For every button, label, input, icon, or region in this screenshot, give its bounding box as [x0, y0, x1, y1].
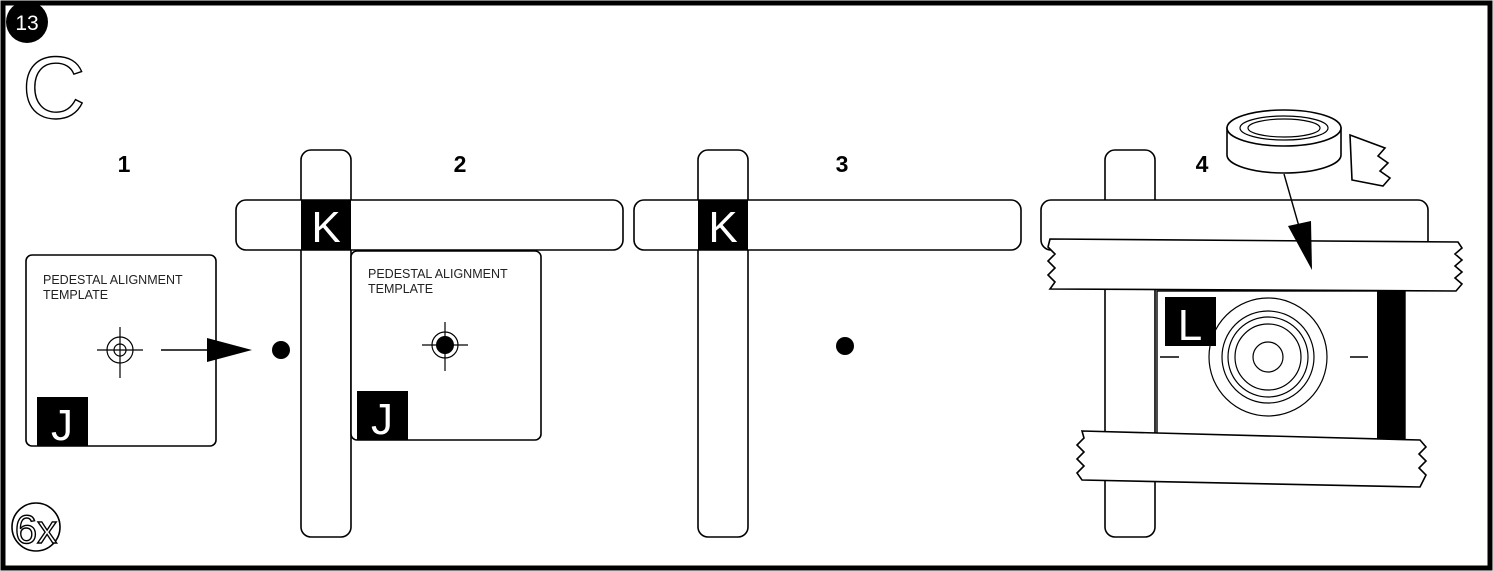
step-number: 1: [118, 151, 131, 177]
crosshair-icon: [422, 322, 468, 371]
tag-j-label: J: [51, 401, 73, 450]
tag-j: [357, 391, 408, 440]
tag-l: [1165, 297, 1216, 346]
crosshair-icon: [97, 327, 143, 378]
template-label-line2: TEMPLATE: [43, 288, 108, 302]
tag-k: [698, 200, 748, 250]
horizontal-board: [633, 199, 1022, 251]
tape-strip-top: [1046, 238, 1464, 292]
template-label-line1: PEDESTAL ALIGNMENT: [43, 273, 183, 287]
tag-l-label: L: [1178, 301, 1202, 350]
horizontal-board: [235, 199, 624, 251]
template-label-line2: TEMPLATE: [368, 282, 433, 296]
pedestal-plate: L: [1156, 290, 1406, 442]
step-number: 2: [454, 151, 467, 177]
pilot-hole-mark: [272, 341, 290, 359]
step-1: 1 PEDESTAL ALIGNMENT TEMPLATE J: [25, 151, 290, 450]
template-label-line1: PEDESTAL ALIGNMENT: [368, 267, 508, 281]
step-4: 4 L: [1040, 109, 1464, 538]
step-number: 4: [1196, 151, 1209, 177]
arrow-icon: [161, 338, 252, 362]
arrow-icon: [1283, 173, 1312, 270]
tape-strip-bottom: [1075, 430, 1428, 488]
pilot-hole-mark: [836, 337, 854, 355]
quantity-label: 6x: [15, 508, 57, 552]
pedestal-cup-icon: [1208, 297, 1328, 417]
page-number-badge: 13: [6, 1, 48, 43]
section-letter: C: [22, 38, 86, 137]
tape-roll-icon: [1226, 109, 1392, 187]
step-2: 2 K PEDESTAL ALIGNMENT TEMPLATE J: [235, 149, 624, 538]
quantity-badge: 6x: [11, 502, 61, 553]
tag-k: [301, 200, 351, 250]
tag-k-label: K: [708, 203, 737, 252]
step-number: 3: [836, 151, 849, 177]
page-number: 13: [15, 12, 38, 35]
step-3: 3 K: [633, 149, 1022, 538]
tag-j: [37, 397, 88, 446]
tag-j-label: J: [371, 395, 393, 444]
tag-k-label: K: [311, 203, 340, 252]
